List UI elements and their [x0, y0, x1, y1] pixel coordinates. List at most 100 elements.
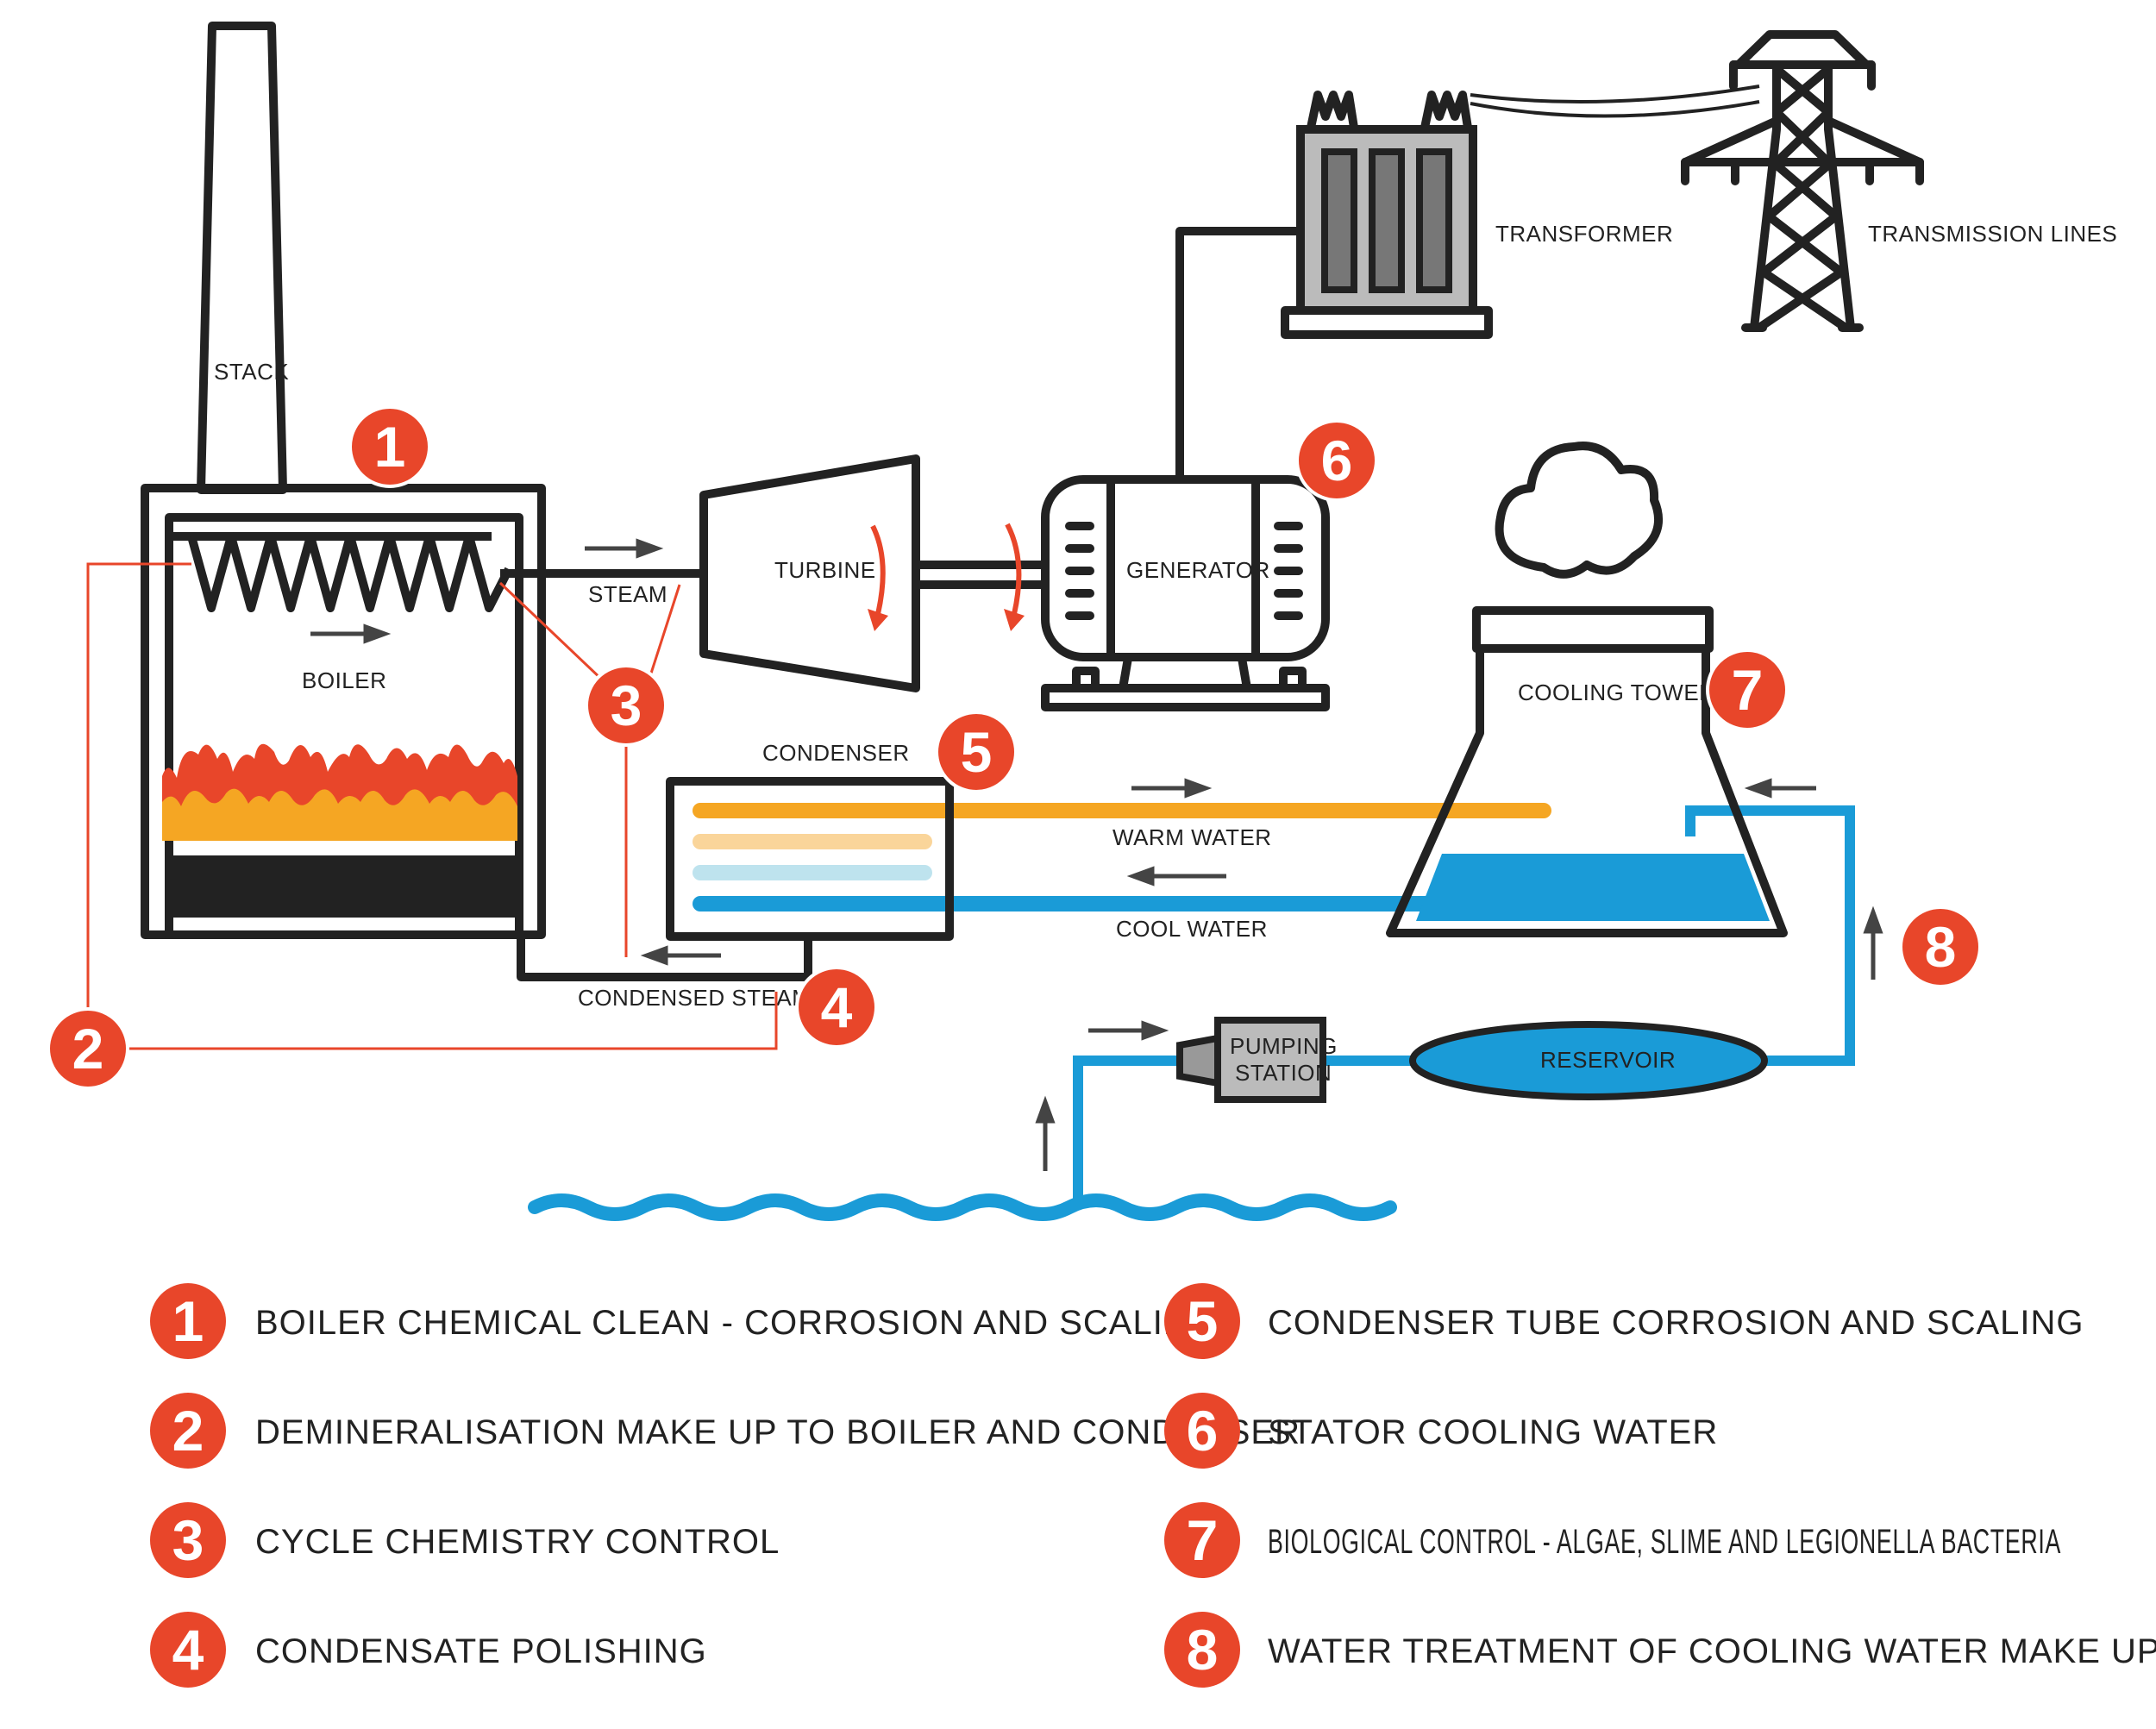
marker-1-circle: [348, 405, 431, 488]
generator-vents-left: [1065, 522, 1094, 620]
marker-3-number: 3: [611, 673, 642, 737]
turbine-rotation-arrow: [870, 524, 886, 615]
turbine-rotation-arrowhead: [868, 609, 888, 631]
generator-foot-left: [1072, 667, 1100, 692]
legend-7-text: BIOLOGICAL CONTROL - ALGAE, SLIME AND LE…: [1268, 1523, 2061, 1561]
turbine-label: TURBINE: [774, 557, 876, 583]
arrow-intake: [1141, 1020, 1169, 1041]
legend-7-badge: [1164, 1502, 1240, 1578]
marker-6-number: 6: [1321, 429, 1353, 492]
marker-8: 8: [1899, 905, 1982, 988]
marker-6-circle: [1295, 419, 1378, 502]
power-line-upper: [1470, 85, 1760, 103]
generator-vents-right: [1274, 522, 1303, 620]
turbine-unit: TURBINE STEAM: [588, 454, 1045, 692]
cooling-tower-cap: [1472, 606, 1714, 653]
marker-1-number: 1: [374, 415, 406, 479]
transformer-fin-1: [1321, 148, 1357, 293]
marker-4: 4: [795, 966, 878, 1049]
legend-2-badge: [150, 1393, 226, 1469]
legend-7-number: 7: [1187, 1508, 1219, 1572]
transformer-bushing-left: [1307, 91, 1358, 129]
legend-3-text: CYCLE CHEMISTRY CONTROL: [255, 1523, 780, 1561]
stack: [197, 22, 287, 494]
transformer-fin-2: [1369, 148, 1405, 293]
generator-unit: GENERATOR: [1041, 227, 1330, 711]
pumping-station-label-line1: PUMPING: [1230, 1033, 1338, 1059]
marker-7-circle: [1706, 648, 1789, 731]
generator-label: GENERATOR: [1126, 557, 1270, 583]
legend-item-1: 1 BOILER CHEMICAL CLEAN - CORROSION AND …: [150, 1283, 1217, 1359]
marker-3-circle: [585, 664, 667, 747]
boiler-fuel-bed: [166, 855, 517, 918]
boiler-flames-inner: [162, 788, 517, 841]
transformer-label: TRANSFORMER: [1495, 221, 1673, 247]
marker-8-number: 8: [1925, 915, 1957, 979]
cool-water-label: COOL WATER: [1116, 916, 1268, 942]
legend-4-badge: [150, 1612, 226, 1688]
legend-item-3: 3 CYCLE CHEMISTRY CONTROL: [150, 1502, 780, 1578]
marker-1: 1: [348, 405, 431, 488]
generator-foot-right: [1279, 667, 1307, 692]
legend-8-number: 8: [1187, 1618, 1219, 1682]
legend-item-8: 8 WATER TREATMENT OF COOLING WATER MAKE …: [1164, 1612, 2156, 1688]
steam-label: STEAM: [588, 581, 667, 607]
cooling-tower-basin-water: [1416, 854, 1770, 921]
arrow-makeup-up: [1863, 905, 1883, 934]
legend-1-badge: [150, 1283, 226, 1359]
arrow-cool-water: [1126, 866, 1155, 886]
transmission-lines-label: TRANSMISSION LINES: [1868, 221, 2117, 247]
legend-2-text: DEMINERALISATION MAKE UP TO BOILER AND C…: [255, 1413, 1300, 1451]
leader-3-turbine: [647, 584, 681, 682]
arrow-warm-water: [1184, 778, 1213, 799]
cooling-tower-shell: [1386, 648, 1788, 937]
legend-2-number: 2: [172, 1399, 204, 1463]
legend-8-badge: [1164, 1612, 1240, 1688]
arrow-steam: [636, 538, 664, 559]
condensed-steam-label: CONDENSED STEAM: [578, 985, 811, 1011]
reservoir: [1409, 1021, 1768, 1100]
tower-lattice: [1681, 30, 1924, 332]
legend-6-number: 6: [1187, 1399, 1219, 1463]
reservoir-label: RESERVOIR: [1540, 1047, 1676, 1073]
legend-8-text: WATER TREATMENT OF COOLING WATER MAKE UP: [1268, 1632, 2156, 1670]
legend-item-6: 6 STATOR COOLING WATER: [1164, 1393, 1718, 1469]
boiler-coil-zigzag: [187, 532, 513, 612]
marker-5-circle: [935, 711, 1018, 793]
legend: 1 BOILER CHEMICAL CLEAN - CORROSION AND …: [150, 1283, 2156, 1688]
legend-1-text: BOILER CHEMICAL CLEAN - CORROSION AND SC…: [255, 1304, 1217, 1342]
arrow-intake-up: [1035, 1095, 1056, 1124]
condenser-unit: CONDENSER CONDENSED STEAM WARM WATER COO…: [578, 740, 1271, 1011]
transformer-unit: TRANSFORMER: [1281, 91, 1673, 339]
legend-6-badge: [1164, 1393, 1240, 1469]
marker-7: 7: [1706, 648, 1789, 731]
legend-3-number: 3: [172, 1508, 204, 1572]
marker-4-number: 4: [821, 975, 853, 1039]
arrow-condensed-steam: [640, 945, 668, 966]
arrow-boiler: [363, 623, 392, 644]
shaft-rotation-arrowhead: [1004, 609, 1025, 631]
pump-nozzle: [1176, 1034, 1221, 1087]
condensed-steam-pipe: [517, 935, 812, 981]
legend-6-text: STATOR COOLING WATER: [1268, 1413, 1718, 1451]
transformer-bushing-right: [1420, 91, 1472, 129]
shaft-rotation-arrow: [1005, 523, 1022, 615]
marker-2-number: 2: [72, 1017, 104, 1081]
pumping-unit: PUMPING STATION RESERVOIR: [1176, 1017, 1768, 1103]
legend-5-number: 5: [1187, 1289, 1219, 1353]
marker-6: 6: [1295, 419, 1378, 502]
cooling-water-circuit: [528, 803, 1855, 1221]
legend-5-text: CONDENSER TUBE CORROSION AND SCALING: [1268, 1304, 2084, 1342]
makeup-water-pipe: [1685, 805, 1855, 1066]
stack-label: STACK: [214, 359, 289, 385]
generator-transformer-cable: [1175, 227, 1300, 479]
legend-5-badge: [1164, 1283, 1240, 1359]
marker-4-circle: [795, 966, 878, 1049]
turbine: [699, 454, 920, 692]
marker-7-number: 7: [1732, 658, 1764, 722]
legend-4-number: 4: [172, 1618, 204, 1682]
transmission-tower: TRANSMISSION LINES: [1470, 30, 2117, 332]
flow-arrows: [310, 538, 1883, 1171]
